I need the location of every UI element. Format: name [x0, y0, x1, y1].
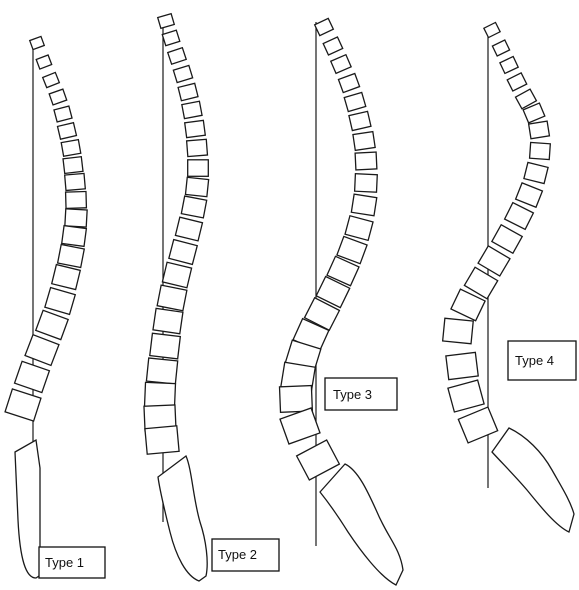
spine-type-1: Type 1: [5, 36, 105, 578]
label-text-type-2: Type 2: [218, 547, 257, 562]
vertebra-type3-8: [355, 152, 377, 170]
vertebra-type1-14: [52, 265, 81, 290]
label-type-4: Type 4: [508, 341, 576, 380]
vertebra-type1-13: [58, 245, 85, 268]
vertebra-type4-16: [443, 318, 474, 343]
vertebra-type3-19: [279, 386, 312, 413]
vertebra-type4-19: [458, 407, 497, 443]
vertebra-type2-10: [185, 177, 208, 196]
vertebra-type2-19: [145, 382, 176, 407]
vertebra-type3-9: [355, 174, 378, 192]
label-text-type-1: Type 1: [45, 555, 84, 570]
vertebra-type1-7: [61, 140, 81, 157]
vertebra-type2-1: [158, 14, 175, 29]
vertebra-type1-12: [62, 226, 87, 247]
vertebra-type1-15: [45, 288, 75, 315]
vertebra-type1-16: [36, 310, 68, 339]
vertebra-type2-7: [185, 120, 206, 137]
vertebra-type3-11: [345, 216, 373, 241]
vertebra-type4-2: [492, 40, 509, 56]
label-type-3: Type 3: [325, 378, 397, 410]
label-text-type-3: Type 3: [333, 387, 372, 402]
vertebra-type1-11: [65, 209, 87, 227]
label-type-1: Type 1: [39, 547, 105, 578]
vertebra-type1-17: [25, 335, 59, 366]
vertebra-type1-3: [43, 72, 60, 87]
vertebra-type3-21: [297, 440, 340, 480]
vertebra-type1-10: [66, 192, 87, 209]
vertebra-type1-2: [36, 55, 51, 69]
vertebrae-type-3: [279, 18, 377, 480]
vertebra-type4-12: [492, 225, 522, 253]
vertebra-type2-18: [146, 358, 177, 384]
vertebra-type2-11: [181, 196, 206, 218]
sacrum-type-2: [158, 456, 207, 581]
vertebra-type4-17: [446, 352, 478, 379]
vertebra-type2-14: [162, 262, 191, 287]
vertebra-type3-1: [315, 18, 334, 35]
vertebra-type3-5: [344, 92, 366, 111]
vertebra-type2-6: [182, 101, 202, 118]
vertebra-type4-11: [505, 203, 534, 230]
vertebra-type2-21: [145, 426, 179, 454]
vertebra-type2-13: [169, 240, 197, 265]
vertebra-type2-8: [187, 139, 208, 156]
vertebra-type4-9: [524, 162, 548, 183]
vertebra-type2-5: [178, 83, 198, 100]
vertebra-type2-9: [188, 160, 209, 177]
vertebra-type2-2: [162, 30, 180, 46]
vertebra-type3-6: [349, 111, 371, 130]
vertebra-type3-7: [353, 132, 375, 151]
vertebra-type2-12: [175, 217, 202, 241]
sacrum-type-3: [320, 464, 403, 585]
vertebra-type1-4: [49, 89, 67, 105]
vertebra-type4-3: [500, 57, 518, 74]
vertebra-type4-18: [448, 380, 484, 412]
vertebra-type2-15: [157, 285, 187, 311]
vertebra-type4-4: [507, 73, 527, 91]
vertebra-type3-3: [331, 55, 351, 74]
vertebra-type2-17: [150, 333, 181, 359]
label-text-type-4: Type 4: [515, 353, 554, 368]
spine-type-2: Type 2: [144, 14, 279, 581]
spine-type-4: Type 4: [443, 22, 576, 532]
vertebra-type4-7: [529, 121, 550, 139]
vertebra-type1-19: [5, 389, 41, 421]
spine-type-3: Type 3: [279, 18, 403, 585]
vertebra-type1-5: [54, 106, 72, 122]
vertebra-type1-9: [65, 173, 86, 190]
vertebra-type1-1: [30, 36, 45, 49]
label-type-2: Type 2: [212, 539, 279, 571]
vertebrae-type-1: [5, 36, 87, 421]
vertebra-type2-16: [153, 308, 183, 333]
vertebra-type4-10: [516, 183, 543, 207]
vertebra-type4-8: [530, 142, 551, 159]
vertebra-type1-6: [58, 123, 77, 139]
vertebra-type1-8: [63, 157, 83, 174]
vertebrae-type-2: [144, 14, 209, 455]
vertebra-type3-4: [338, 74, 359, 93]
vertebra-type2-3: [168, 48, 186, 65]
vertebra-type3-20: [280, 408, 320, 444]
vertebra-type3-2: [323, 37, 343, 55]
sacrum-type-4: [492, 428, 574, 532]
vertebra-type1-18: [15, 361, 50, 392]
vertebra-type2-4: [173, 65, 192, 82]
vertebra-type3-10: [351, 194, 376, 216]
vertebra-type4-1: [484, 22, 500, 37]
